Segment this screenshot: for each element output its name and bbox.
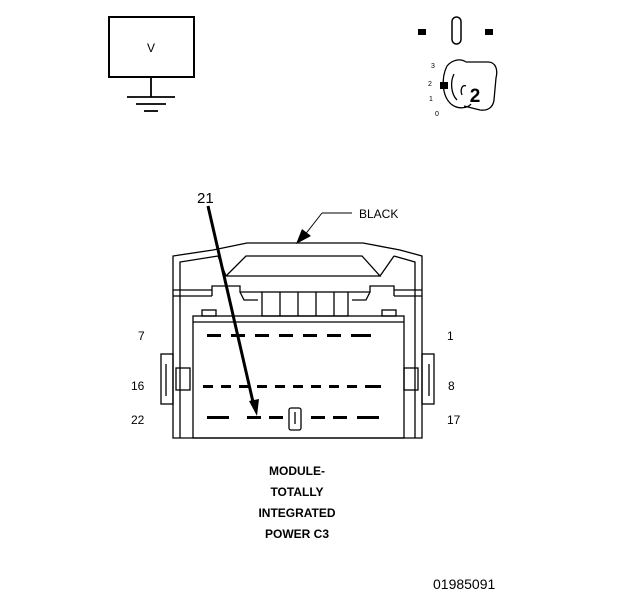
key-position-3: 3: [431, 63, 435, 70]
pin-pointer-arrow: 21: [197, 190, 259, 416]
cavity-row-1: [207, 334, 371, 337]
voltmeter: V: [108, 16, 195, 112]
color-pointer: BLACK: [296, 207, 398, 244]
connector-caption: MODULE- TOTALLY INTEGRATED POWER C3: [258, 464, 335, 541]
figure-id: 01985091: [433, 576, 496, 592]
ground-icon: [127, 77, 175, 112]
cavity-row-3: [207, 416, 379, 419]
pin-label-top-right: 1: [447, 329, 454, 343]
cavity-row-2: [203, 385, 381, 388]
caption-line-3: INTEGRATED: [258, 506, 335, 520]
key-position-0: 0: [435, 111, 439, 118]
pin-label-bottom-left: 22: [131, 413, 145, 427]
caption-line-2: TOTALLY: [270, 485, 323, 499]
pointer-pin-number: 21: [197, 190, 214, 207]
connector-body: [160, 242, 435, 439]
connector-color-label: BLACK: [359, 207, 398, 221]
pin-label-middle-right: 8: [448, 379, 455, 393]
ignition-key-icon: 3 2 1 0 2: [418, 16, 498, 118]
key-selected-position: 2: [470, 86, 481, 107]
voltmeter-label: V: [147, 41, 155, 55]
key-position-1: 1: [429, 96, 433, 103]
pin-label-bottom-right: 17: [447, 413, 461, 427]
key-position-2: 2: [428, 81, 432, 88]
pin-label-middle-left: 16: [131, 379, 145, 393]
caption-line-1: MODULE-: [269, 464, 325, 478]
caption-line-4: POWER C3: [265, 527, 329, 541]
pin-label-top-left: 7: [138, 329, 145, 343]
